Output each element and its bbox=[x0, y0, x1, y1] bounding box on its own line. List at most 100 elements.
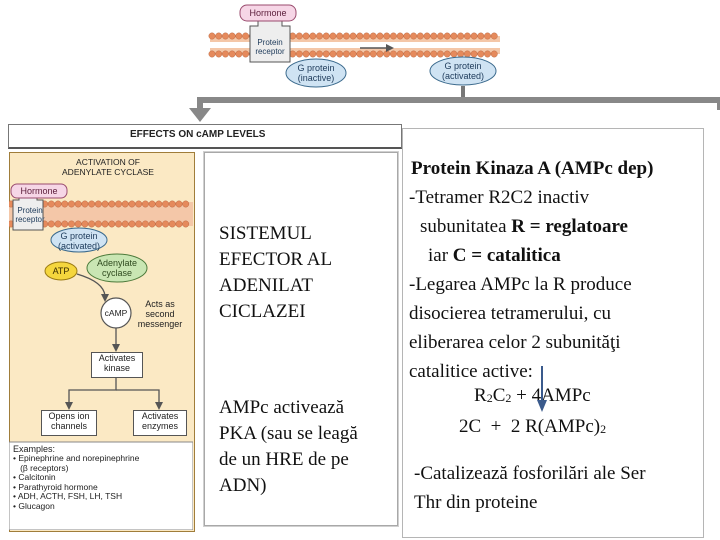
eq-products-sub: 2 bbox=[600, 422, 607, 436]
membrane-head bbox=[477, 32, 485, 40]
membrane-head bbox=[383, 32, 391, 40]
membrane-head bbox=[329, 32, 337, 40]
membrane-head bbox=[309, 32, 317, 40]
membrane-head bbox=[363, 50, 370, 58]
membrane-head bbox=[155, 200, 163, 208]
example-item: • Calcitonin bbox=[13, 472, 56, 483]
membrane-head bbox=[81, 200, 89, 208]
membrane-head bbox=[423, 32, 431, 40]
membrane-head bbox=[135, 200, 143, 208]
example-item: • Parathyroid hormone bbox=[13, 481, 98, 492]
pka-equation-products: 2C + 2 R(AMPc)2 bbox=[459, 412, 606, 444]
membrane-head bbox=[148, 220, 156, 228]
membrane-head bbox=[148, 200, 156, 208]
membrane-head bbox=[222, 32, 229, 40]
pka-line-proteins: Thr din proteine bbox=[414, 492, 538, 513]
membrane-head bbox=[128, 200, 136, 208]
right-textbox bbox=[402, 128, 704, 538]
membrane-head bbox=[108, 220, 116, 228]
membrane-head bbox=[54, 220, 62, 228]
panel-adenylate-label: Adenylate cyclase bbox=[87, 258, 147, 278]
membrane-head bbox=[295, 32, 303, 40]
membrane-head bbox=[490, 50, 498, 58]
center-text-line: de un HRE de pe bbox=[219, 449, 349, 470]
kinase-line1: Activates bbox=[98, 353, 136, 363]
membrane-head bbox=[101, 200, 109, 208]
top-gprotein-inactive-line1: G protein bbox=[297, 63, 335, 73]
membrane-head bbox=[376, 50, 384, 58]
example-item: • ADH, ACTH, FSH, LH, TSH bbox=[13, 491, 123, 502]
membrane-head bbox=[423, 50, 431, 58]
center-title-line: SISTEMUL bbox=[219, 223, 312, 244]
membrane-head bbox=[457, 32, 465, 40]
membrane-head bbox=[74, 200, 82, 208]
membrane-head bbox=[302, 32, 310, 40]
membrane-head bbox=[329, 50, 337, 58]
membrane-head bbox=[416, 50, 424, 58]
membrane-head bbox=[141, 200, 149, 208]
membrane-head bbox=[54, 200, 62, 208]
effects-header-label: EFFECTS ON cAMP LEVELS bbox=[130, 129, 266, 140]
eq-products: 2C + 2 R(AMPc) bbox=[459, 416, 601, 437]
pka-line-tetramer: -Tetramer R2C2 inactiv bbox=[409, 187, 590, 208]
membrane-head bbox=[410, 32, 417, 40]
eq-r: R bbox=[474, 385, 487, 406]
membrane-head bbox=[349, 32, 357, 40]
activation-title-line2: ADENYLATE CYCLASE bbox=[62, 166, 154, 177]
membrane-head bbox=[128, 220, 136, 228]
top-receptor-line1: Protein bbox=[257, 38, 283, 47]
panel-gprotein-shape bbox=[50, 227, 108, 253]
membrane-heads bbox=[208, 32, 498, 58]
membrane-head bbox=[182, 200, 190, 208]
pka-c-prefix: iar bbox=[428, 245, 453, 266]
opens-channels-box: Opens ion channels bbox=[41, 410, 97, 436]
membrane-head bbox=[182, 220, 190, 228]
membrane-head bbox=[477, 50, 485, 58]
panel-adenylate-line2: cyclase bbox=[101, 268, 132, 278]
membrane-head bbox=[470, 32, 478, 40]
pka-line-dissociation: disocierea tetramerului, cu bbox=[409, 303, 612, 324]
example-item: • Glucagon bbox=[13, 500, 55, 511]
membrane-head bbox=[450, 32, 458, 40]
membrane-head bbox=[115, 200, 122, 208]
membrane-head bbox=[175, 220, 183, 228]
center-text-line: PKA (sau se leagă bbox=[219, 423, 358, 444]
second-messenger-line3: messenger bbox=[137, 319, 183, 329]
top-gprotein-inactive-line2: (inactive) bbox=[297, 73, 335, 83]
second-messenger-line1: Acts as bbox=[145, 299, 175, 309]
eq-c-sub: 2 bbox=[505, 391, 512, 405]
pka-title: Protein Kinaza A (AMPc dep) bbox=[411, 158, 654, 179]
top-gprotein-inactive-label: G protein (inactive) bbox=[286, 63, 346, 83]
membrane-head bbox=[141, 220, 149, 228]
membrane-head bbox=[390, 32, 397, 40]
center-title-line: EFECTOR AL bbox=[219, 249, 333, 270]
membrane-head bbox=[470, 50, 478, 58]
pka-r-prefix: subunitatea bbox=[420, 216, 512, 237]
membrane-head bbox=[68, 220, 75, 228]
membrane-head bbox=[342, 32, 350, 40]
membrane-head bbox=[242, 50, 250, 58]
panel-gprotein-line1: G protein bbox=[60, 231, 98, 241]
membrane-head bbox=[437, 32, 444, 40]
membrane-head bbox=[242, 32, 250, 40]
pka-line-c-subunit: iar C = catalitica bbox=[428, 241, 561, 270]
activation-title-line1: ACTIVATION OF bbox=[76, 157, 140, 167]
top-receptor-label: Protein receptor bbox=[244, 38, 296, 56]
second-messenger-line2: second bbox=[145, 309, 175, 319]
membrane-head bbox=[396, 50, 404, 58]
membrane-head bbox=[47, 200, 55, 208]
membrane-head bbox=[349, 50, 357, 58]
examples-list: • Epinephrine and norepinephrine (β rece… bbox=[13, 453, 191, 512]
membrane-head bbox=[235, 32, 243, 40]
membrane-head bbox=[235, 50, 243, 58]
channels-line1: Opens ion bbox=[48, 411, 90, 421]
enzymes-line1: Activates bbox=[141, 411, 179, 421]
membrane-head bbox=[396, 32, 404, 40]
membrane-head bbox=[162, 220, 169, 228]
membrane-head bbox=[356, 32, 364, 40]
panel-hormone-shape bbox=[10, 183, 68, 199]
membrane-head bbox=[61, 220, 69, 228]
panel-hormone-label: Hormone bbox=[20, 186, 58, 196]
top-gprotein-inactive-shape bbox=[285, 58, 347, 88]
membrane-head bbox=[155, 220, 163, 228]
